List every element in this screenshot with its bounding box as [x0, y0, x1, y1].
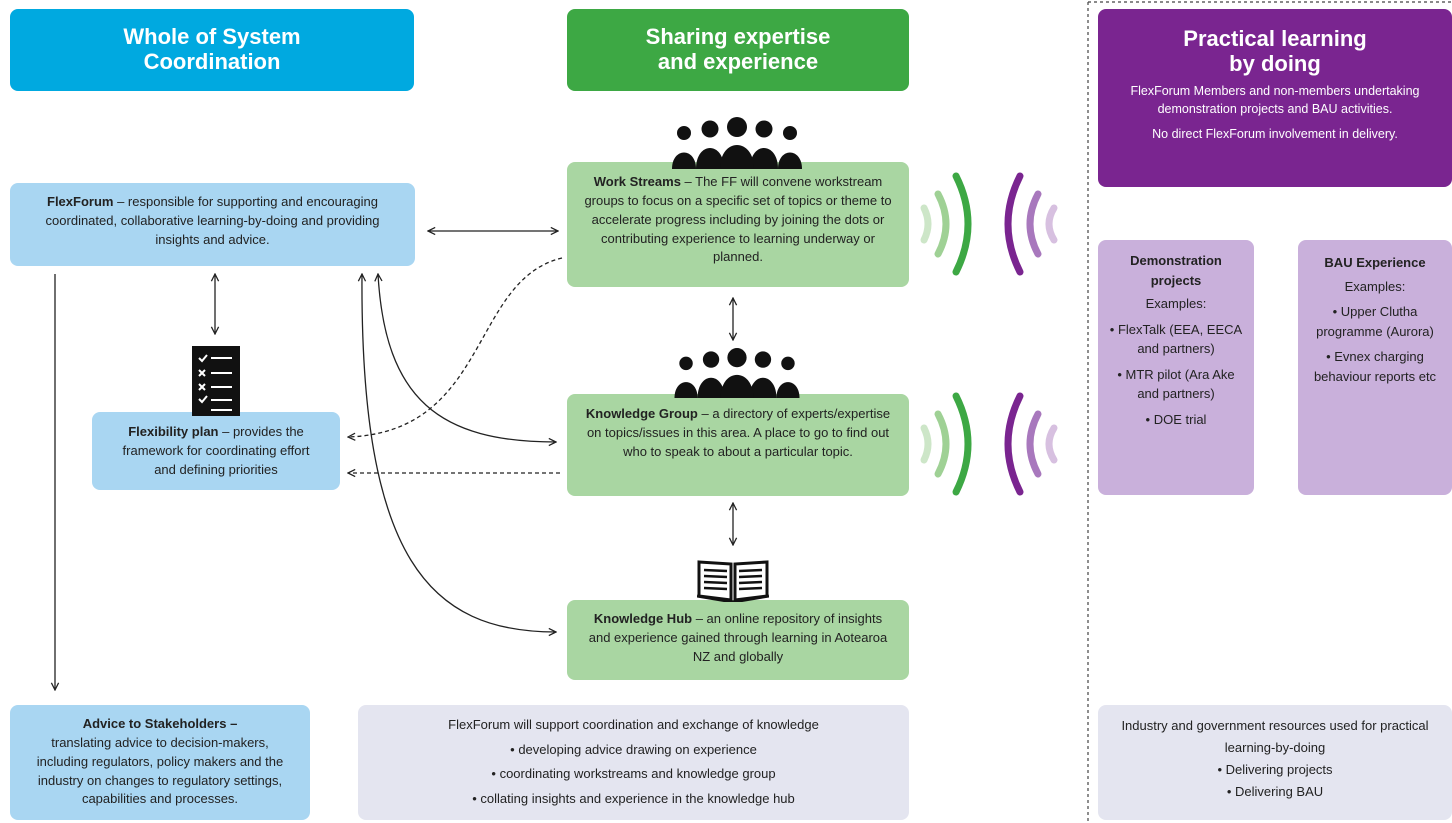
people-group-icon: [672, 117, 802, 169]
coordination-title: Whole of System Coordination: [123, 24, 301, 74]
work-streams-box: Work Streams – The FF will convene works…: [567, 162, 909, 287]
sharing-title: Sharing expertise and experience: [645, 24, 831, 74]
bau-experience-box: BAU Experience Examples: • Upper Clutha …: [1298, 240, 1452, 495]
bau-item: • Evnex charging behaviour reports etc: [1313, 349, 1437, 384]
knowledge-group-box: Knowledge Group – a directory of experts…: [567, 394, 909, 496]
arrow-flexforum-group: [378, 274, 556, 442]
resources-item: • Delivering BAU: [1226, 784, 1324, 800]
flexibility-plan-name: Flexibility plan: [128, 424, 219, 439]
advice-box: Advice to Stakeholders – translating adv…: [10, 705, 310, 820]
demo-item: • MTR pilot (Ara Ake and partners): [1117, 366, 1235, 402]
demonstration-projects-box: Demonstration projects Examples: • FlexT…: [1098, 240, 1254, 495]
bau-examples-label: Examples:: [1344, 278, 1406, 294]
practical-description: FlexForum Members and non-members undert…: [1130, 84, 1420, 117]
practical-title: Practical learning by doing: [1183, 26, 1367, 76]
bau-item: • Upper Clutha programme (Aurora): [1316, 304, 1434, 339]
support-item: • collating insights and experience in t…: [472, 791, 795, 807]
knowledge-hub-text: – an online repository of insights and e…: [588, 611, 888, 664]
people-group-icon: [674, 348, 800, 398]
sharing-header: Sharing expertise and experience: [567, 9, 909, 91]
knowledge-hub-box: Knowledge Hub – an online repository of …: [567, 600, 909, 680]
flexibility-plan-box: Flexibility plan – provides the framewor…: [92, 412, 340, 490]
demo-item: • DOE trial: [1145, 411, 1207, 427]
coordination-header: Whole of System Coordination: [10, 9, 414, 91]
practical-note: No direct FlexForum involvement in deliv…: [1152, 126, 1398, 141]
checklist-icon: [192, 346, 240, 416]
bau-title: BAU Experience: [1324, 255, 1426, 270]
advice-text: translating advice to decision-makers, i…: [36, 734, 284, 807]
resources-box: Industry and government resources used f…: [1098, 705, 1452, 820]
flexforum-name: FlexForum: [47, 194, 114, 209]
knowledge-group-name: Knowledge Group: [585, 406, 698, 421]
signal-waves-icon: [920, 392, 1058, 496]
support-intro: FlexForum will support coordination and …: [448, 717, 819, 732]
support-item: • developing advice drawing on experienc…: [510, 741, 757, 757]
resources-item: • Delivering projects: [1217, 762, 1333, 778]
demo-title: Demonstration projects: [1130, 253, 1222, 288]
arrow-workstreams-plan: [348, 257, 563, 437]
demo-examples-label: Examples:: [1145, 296, 1207, 311]
flexibility-plan-text: – provides the framework for coordinatin…: [122, 424, 310, 477]
support-item: • coordinating workstreams and knowledge…: [491, 766, 776, 782]
work-streams-name: Work Streams: [593, 174, 681, 189]
flexforum-box: FlexForum – responsible for supporting a…: [10, 183, 415, 266]
resources-intro: Industry and government resources used f…: [1121, 718, 1429, 756]
knowledge-hub-name: Knowledge Hub: [593, 611, 693, 626]
arrow-flexforum-hub: [362, 274, 556, 632]
advice-name: Advice to Stakeholders: [82, 716, 227, 731]
open-book-icon: [697, 560, 769, 602]
demo-item: • FlexTalk (EEA, EECA and partners): [1109, 321, 1243, 357]
practical-header: Practical learning by doing FlexForum Me…: [1098, 9, 1452, 187]
signal-waves-icon: [920, 172, 1058, 276]
advice-dash: –: [226, 716, 238, 731]
knowledge-group-text: – a directory of experts/expertise on to…: [586, 406, 891, 459]
support-box: FlexForum will support coordination and …: [358, 705, 909, 820]
flexforum-text: – responsible for supporting and encoura…: [45, 194, 380, 247]
work-streams-text: – The FF will convene workstream groups …: [584, 174, 892, 265]
